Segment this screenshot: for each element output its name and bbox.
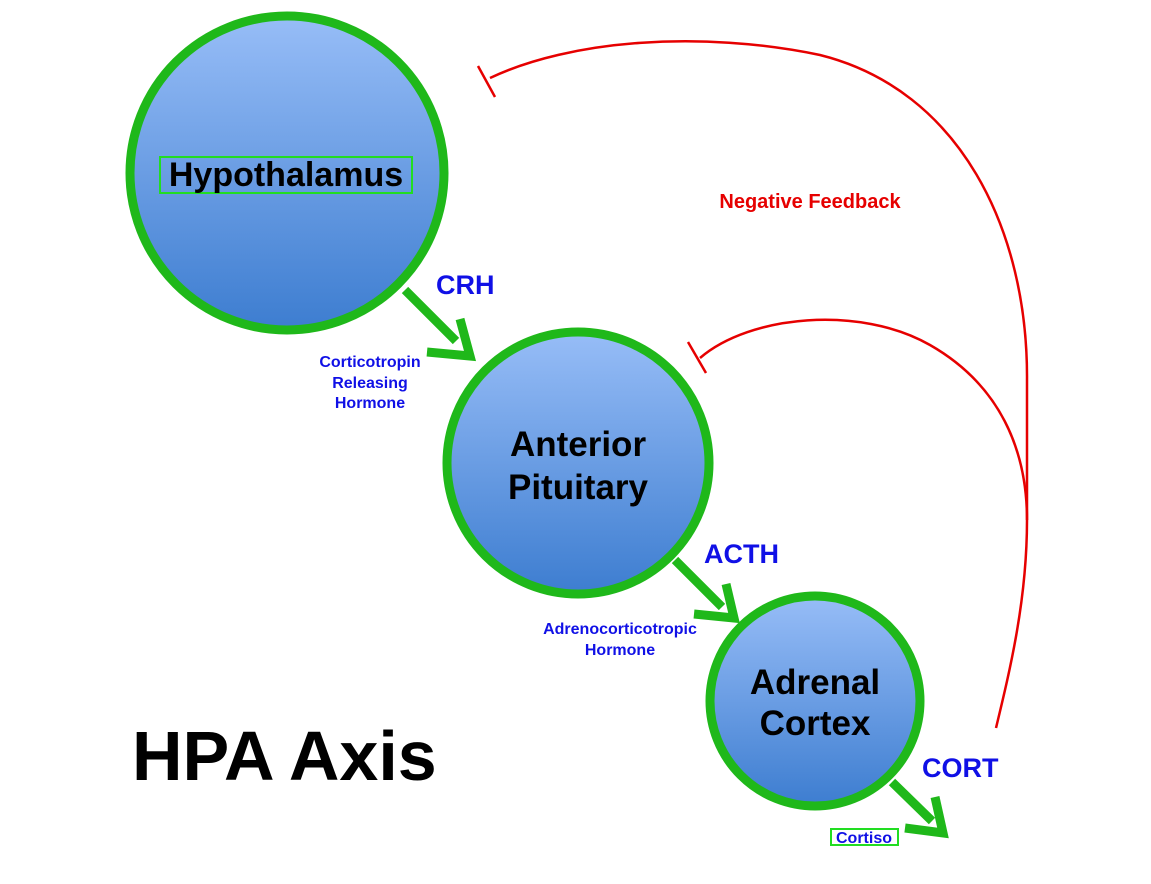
feedback-outer-curve: [489, 40, 1029, 729]
acth-arrow: [671, 556, 740, 624]
feedback-outer-inhibit-bar: [476, 65, 497, 98]
crh-full-line1: Corticotropin: [319, 354, 420, 371]
feedback-inner-inhibit-bar: [686, 341, 708, 374]
crh-full-line2: Releasing: [332, 375, 408, 392]
cort-full-line1: Cortiso: [836, 830, 892, 847]
crh-abbr: CRH: [436, 270, 495, 300]
acth-abbr: ACTH: [704, 539, 779, 569]
hypothalamus-highlight-box: [159, 156, 413, 194]
hypothalamus-circle: [125, 11, 449, 335]
cortiso-highlight-box: [830, 828, 899, 846]
cort-arrow: [888, 778, 949, 839]
adrenal-label-line1: Adrenal: [750, 663, 880, 702]
adrenal-label-line2: Cortex: [760, 704, 871, 743]
crh-full-line3: Hormone: [335, 395, 405, 412]
pituitary-circle: [442, 327, 714, 599]
hypothalamus-label: Hypothalamus: [169, 156, 403, 194]
pituitary-label-line2: Pituitary: [508, 468, 649, 507]
feedback-inner-curve: [699, 318, 1029, 521]
diagram-title: HPA Axis: [132, 717, 437, 795]
negative-feedback-label: Negative Feedback: [719, 191, 901, 213]
pituitary-label-line1: Anterior: [510, 425, 647, 464]
acth-full-line1: Adrenocorticotropic: [543, 621, 697, 638]
crh-arrow: [401, 286, 477, 362]
cort-abbr: CORT: [922, 753, 999, 783]
adrenal-circle: [705, 591, 925, 811]
acth-full-line2: Hormone: [585, 642, 655, 659]
